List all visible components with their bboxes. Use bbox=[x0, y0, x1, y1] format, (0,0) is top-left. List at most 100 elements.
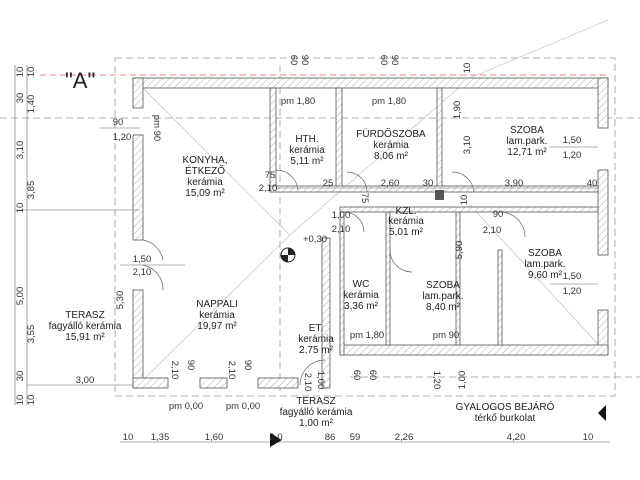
level-marker-icon bbox=[280, 247, 296, 263]
label-text: 10 bbox=[26, 395, 37, 406]
label-text: 86 bbox=[325, 432, 336, 443]
dims-left: 10 10 30 1,40 3,10 3,85 10 5,00 3,55 30 … bbox=[15, 67, 151, 406]
dims-interior: 75 2,10 25 2,60 30 3,90 40 1,50 1,20 1,9… bbox=[169, 101, 597, 392]
label-text: 15,91 m² bbox=[65, 332, 105, 343]
room-szoba-9: SZOBA lam.park. 9,60 m² bbox=[524, 248, 565, 281]
label-text: kerámia bbox=[388, 216, 424, 227]
room-wc: WC kerámia 3,36 m² bbox=[343, 279, 379, 312]
label-text: 1,90 bbox=[452, 101, 463, 120]
label-text: pm 1,80 bbox=[350, 330, 384, 341]
dims-top: 60 90 60 90 10 bbox=[288, 55, 473, 74]
label-text: 8,06 m² bbox=[374, 151, 409, 162]
label-text: 1,50 bbox=[563, 135, 582, 146]
label-text: kerámia bbox=[187, 177, 223, 188]
door-swings bbox=[142, 169, 526, 386]
label-text: 1,20 bbox=[431, 371, 442, 390]
label-text: 5,90 bbox=[454, 241, 465, 260]
label-text: 3,10 bbox=[462, 136, 473, 155]
label-text: 3,10 bbox=[15, 141, 26, 160]
label-text: 2,26 bbox=[395, 432, 414, 443]
label-text: 90 bbox=[242, 360, 253, 371]
label-text: 2,10 bbox=[332, 224, 351, 235]
room-szoba-12: SZOBA lam.park. 12,71 m² bbox=[506, 125, 547, 158]
label-text: pm 90 bbox=[151, 115, 162, 141]
label-text: TERASZ bbox=[65, 310, 104, 321]
label-text: 12,71 m² bbox=[507, 147, 547, 158]
label-text: SZOBA bbox=[528, 248, 562, 259]
label-text: 10 bbox=[583, 432, 594, 443]
label-text: 10 bbox=[459, 195, 470, 206]
label-text: TERASZ bbox=[296, 396, 335, 407]
label-text: 60 bbox=[351, 370, 362, 381]
label-text: kerámia bbox=[343, 290, 379, 301]
label-text: 3,90 bbox=[505, 178, 524, 189]
label-text: 90 bbox=[185, 360, 196, 371]
label-text: 5,01 m² bbox=[389, 227, 424, 238]
label-text: 9,60 m² bbox=[528, 270, 563, 281]
label-text: fagyálló kerámia bbox=[49, 321, 122, 332]
label-text: 2,60 bbox=[381, 178, 400, 189]
label-text: NAPPALI bbox=[196, 299, 238, 310]
room-terasz-small: TERASZ fagyálló kerámia 1,00 m² bbox=[280, 396, 353, 429]
label-text: kerámia bbox=[298, 334, 334, 345]
label-text: GYALOGOS BEJÁRÓ bbox=[456, 400, 555, 413]
label-text: 5,00 bbox=[15, 287, 26, 306]
label-text: 19,97 m² bbox=[197, 321, 237, 332]
label-text: 30 bbox=[15, 93, 26, 104]
label-text: 30 bbox=[15, 371, 26, 382]
label-text: lam.park. bbox=[422, 291, 463, 302]
section-label: "A" bbox=[65, 68, 95, 93]
label-text: 75 bbox=[265, 170, 276, 181]
label-text: 2,0 bbox=[269, 432, 282, 443]
label-text: 8,40 m² bbox=[426, 302, 461, 313]
label-text: 75 bbox=[359, 193, 370, 204]
label-text: 1,00 bbox=[315, 371, 326, 390]
dimension-lines bbox=[14, 65, 610, 443]
label-text: 2,10 bbox=[133, 267, 152, 278]
label-text: 1,60 bbox=[205, 432, 224, 443]
label-text: 90 bbox=[113, 117, 124, 128]
label-text: 60 bbox=[367, 370, 378, 381]
label-text: 3,00 bbox=[76, 375, 95, 386]
label-text: 1,35 bbox=[151, 432, 170, 443]
label-text: kerámia bbox=[289, 145, 325, 156]
label-text: térkő burkolat bbox=[475, 413, 536, 424]
label-text: 10 bbox=[15, 395, 26, 406]
label-text: 10 bbox=[26, 67, 37, 78]
label-text: 10 bbox=[462, 63, 473, 74]
label-text: ÉTKEZŐ bbox=[185, 163, 225, 177]
label-text: 2,10 bbox=[483, 225, 502, 236]
label-text: +0,30 bbox=[303, 234, 327, 245]
label-text: lam.park. bbox=[506, 136, 547, 147]
room-et: ET. kerámia 2,75 m² bbox=[298, 323, 334, 356]
label-text: 40 bbox=[587, 178, 598, 189]
label-text: 1,20 bbox=[113, 132, 132, 143]
label-text: pm 0,00 bbox=[169, 401, 203, 412]
label-text: 59 bbox=[350, 432, 361, 443]
label-text: KZL. bbox=[395, 206, 416, 217]
label-text: 25 bbox=[323, 178, 334, 189]
label-text: 60 bbox=[288, 55, 299, 66]
label-text: pm 0,00 bbox=[226, 401, 260, 412]
label-text: 1,50 bbox=[563, 271, 582, 282]
label-text: fagyálló kerámia bbox=[280, 407, 353, 418]
label-text: 3,36 m² bbox=[344, 301, 379, 312]
label-text: 2,10 bbox=[226, 361, 237, 380]
label-text: 3,55 bbox=[26, 325, 37, 344]
walls bbox=[132, 77, 609, 389]
section-arrow-icon bbox=[270, 433, 282, 447]
room-hth: HTH. kerámia 5,11 m² bbox=[289, 134, 325, 167]
label-text: FÜRDŐSZOBA bbox=[356, 126, 426, 140]
label-text: 90 bbox=[299, 55, 310, 66]
label-text: 10 bbox=[123, 432, 134, 443]
label-text: 2,75 m² bbox=[299, 345, 334, 356]
label-text: 90 bbox=[493, 209, 504, 220]
label-text: 2,10 bbox=[259, 183, 278, 194]
label-text: 1,00 bbox=[457, 371, 468, 390]
label-text: 2,10 bbox=[302, 373, 313, 392]
label-text: pm 90 bbox=[433, 330, 459, 341]
outlines bbox=[0, 19, 640, 397]
label-text: pm 1,80 bbox=[281, 96, 315, 107]
label-text: 1,50 bbox=[133, 254, 152, 265]
